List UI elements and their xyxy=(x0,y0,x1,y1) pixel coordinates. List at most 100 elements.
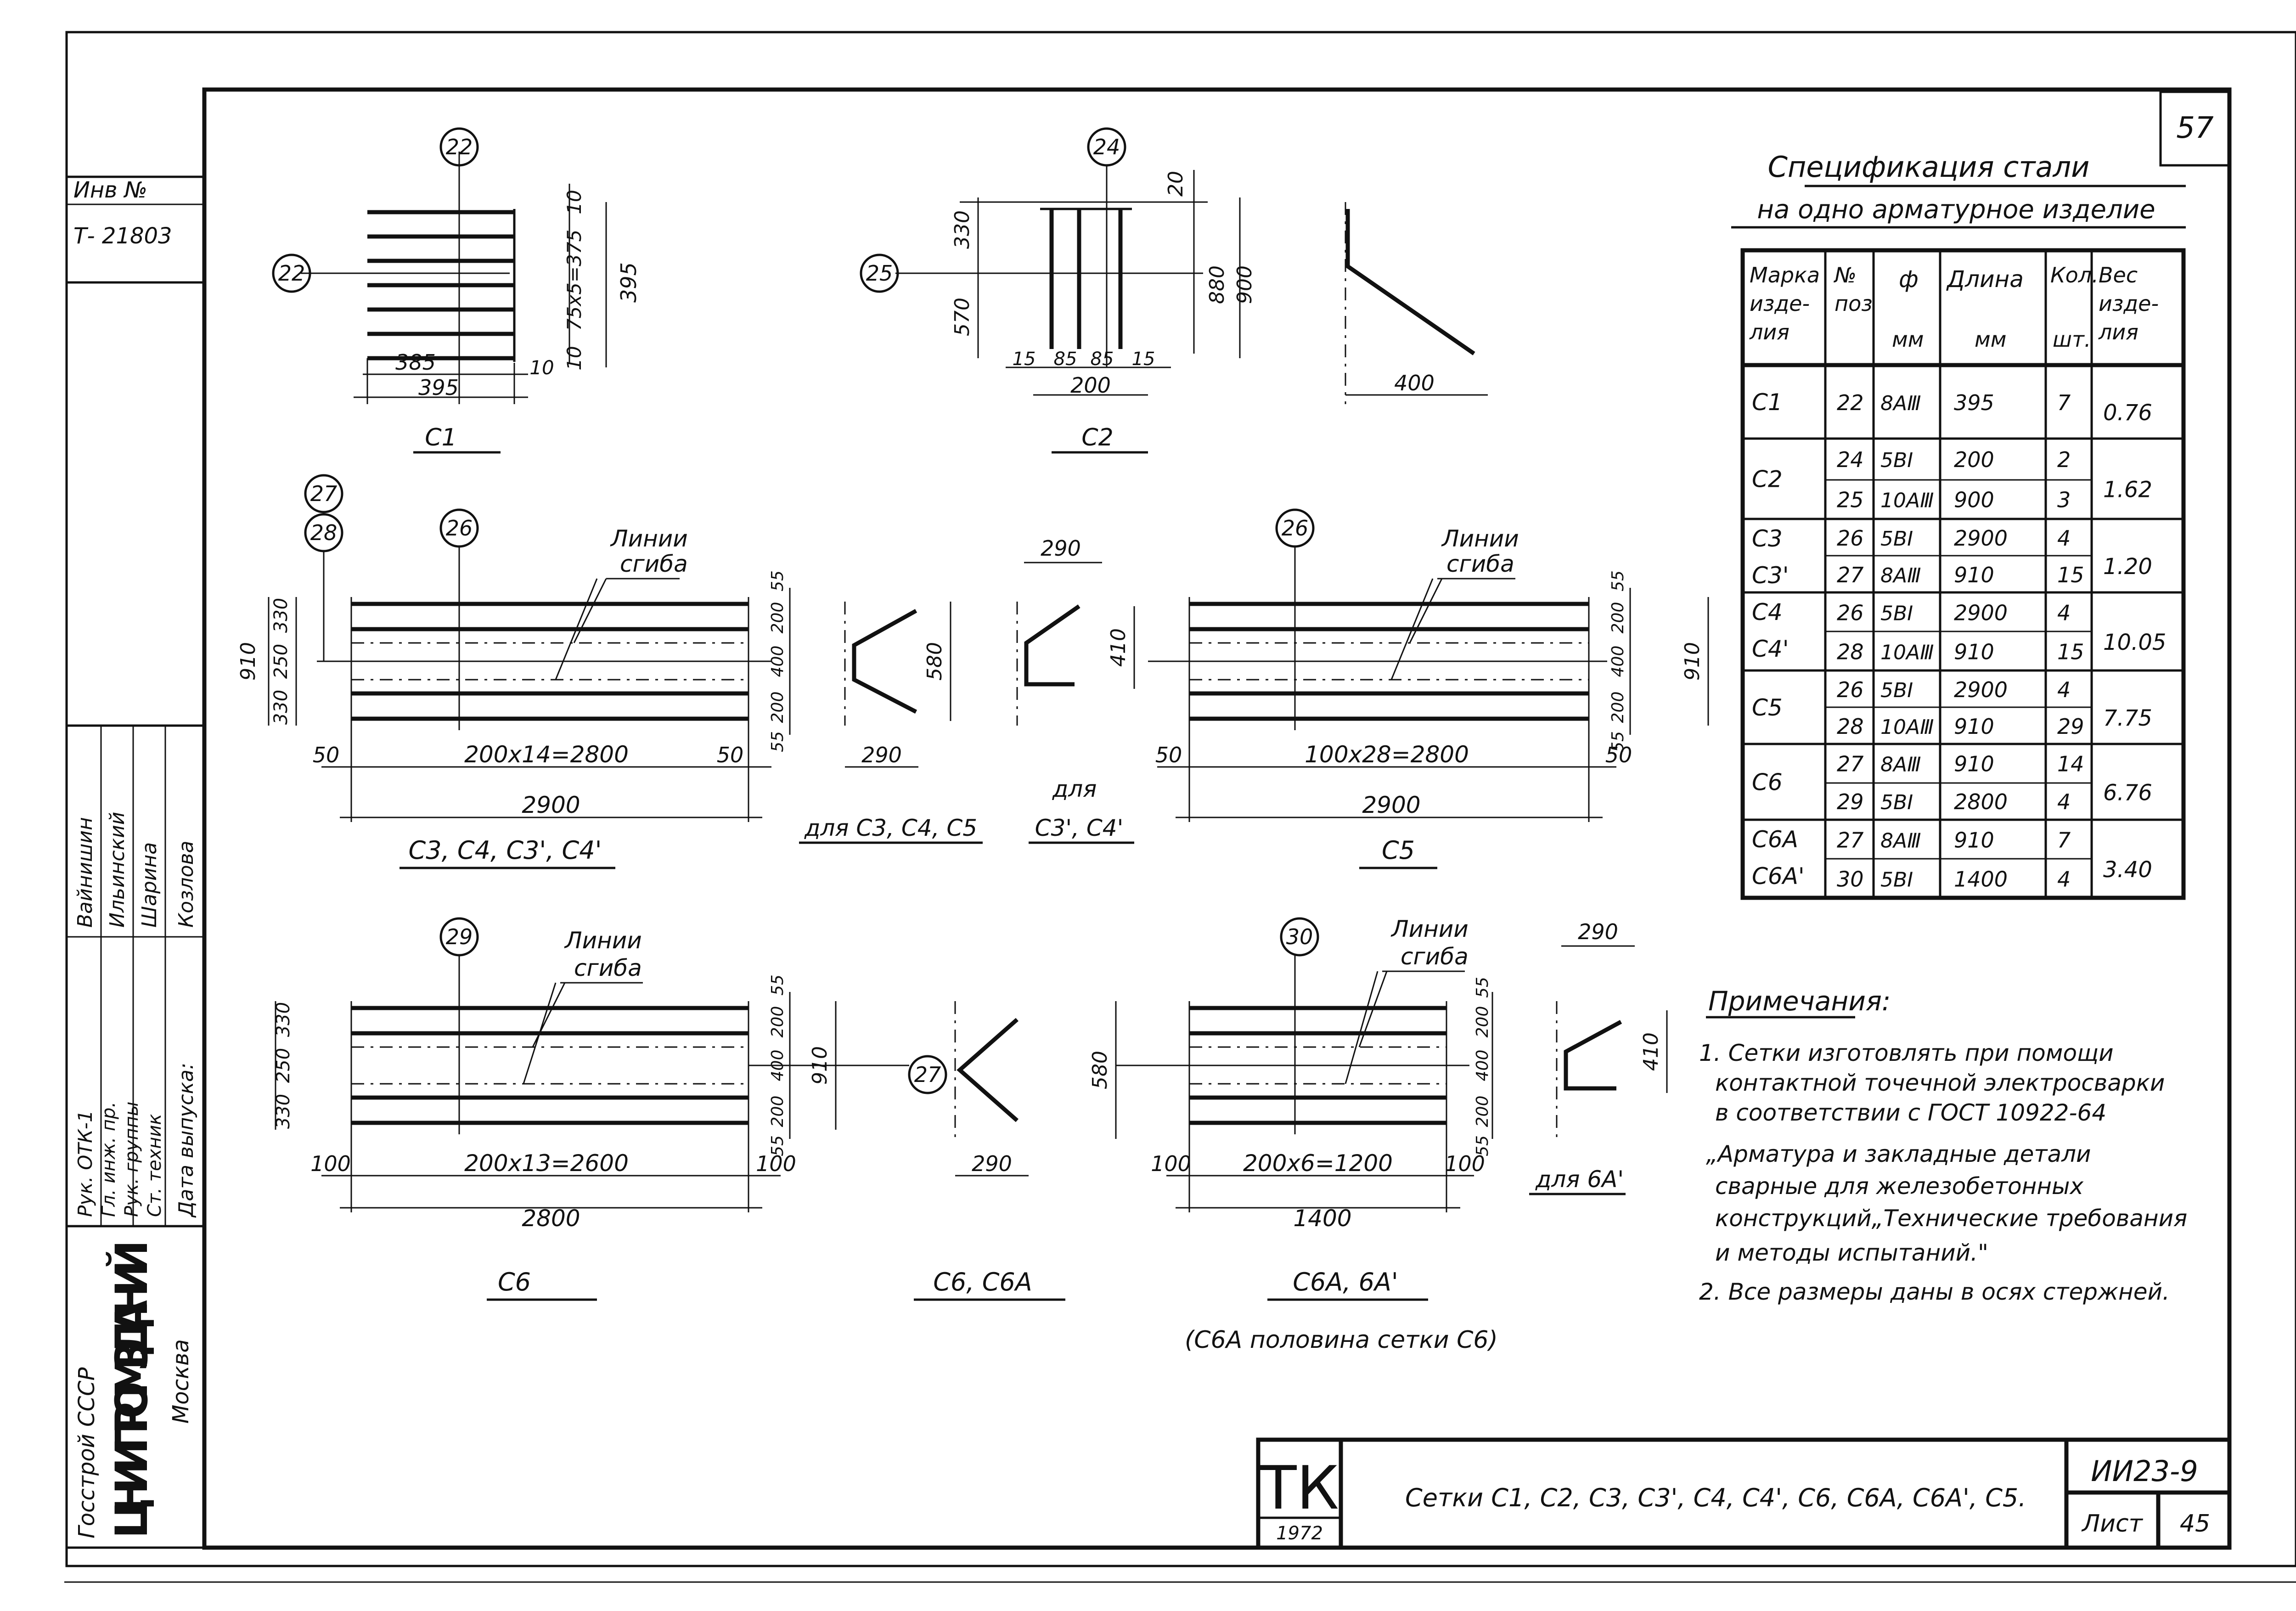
spec-dia: 5ВⅠ xyxy=(1880,449,1913,472)
c2-dim-570: 570 xyxy=(951,298,974,336)
mesh-c1: 22 22 385 10 395 10 75x5=375 10 395 С1 xyxy=(272,127,641,454)
c6a-d100a: 100 xyxy=(1151,1151,1191,1176)
c3-r55b: 55 xyxy=(768,731,787,752)
sheet-label: Лист xyxy=(2081,1510,2143,1538)
bend1-label: для С3, С4, С5 xyxy=(804,815,977,841)
spec-mark: С6А xyxy=(1752,826,1798,853)
spec-mark: С6 xyxy=(1752,769,1783,796)
spec-dia: 5ВⅠ xyxy=(1880,791,1913,814)
mesh-c6: 29 Линии сгиба 330 250 330 55 200 400 20… xyxy=(273,917,909,1301)
c2-pos-top: 24 xyxy=(1093,135,1120,159)
spec-mark: С3 xyxy=(1752,525,1783,552)
spec-pos: 28 xyxy=(1837,640,1864,665)
c5-d-mid: 100x28=2800 xyxy=(1305,741,1469,768)
c6-v330a: 330 xyxy=(273,1002,294,1037)
c5-d-total: 2900 xyxy=(1362,792,1420,818)
role-2: Гл. инж. пр. xyxy=(98,1102,119,1217)
spec-len: 2900 xyxy=(1954,601,2008,625)
c6-d100a: 100 xyxy=(310,1151,351,1176)
header-mark: Марка xyxy=(1750,263,1820,287)
c3-r200a: 200 xyxy=(768,602,787,634)
c6-bend-label1: Линии xyxy=(564,927,642,954)
c1-dim-v3: 10 xyxy=(563,346,585,370)
spec-len: 910 xyxy=(1954,828,1994,853)
spec-mark: С3' xyxy=(1752,562,1789,589)
header-weight: Вес xyxy=(2099,263,2138,287)
c1-label: С1 xyxy=(425,424,456,451)
spec-dia: 10АⅢ xyxy=(1880,715,1934,739)
c3-r400: 400 xyxy=(768,646,787,677)
c2-dim-15a: 15 xyxy=(1013,349,1036,370)
header-pos: поз xyxy=(1835,291,1873,316)
c6a-label: С6А, 6А' xyxy=(1293,1267,1398,1296)
c2-pos-left: 25 xyxy=(866,261,893,286)
spec-qty: 29 xyxy=(2057,714,2084,739)
spec-qty: 2 xyxy=(2057,447,2071,472)
c1-pos-top: 22 xyxy=(446,135,473,159)
c2-dim-85a: 85 xyxy=(1054,349,1077,370)
c3-bend-label1: Линии xyxy=(610,525,688,552)
bend-detail-3: 27 580 290 С6, С6А xyxy=(908,1001,1117,1301)
c6a-r400: 400 xyxy=(1473,1050,1492,1082)
header-mark: лия xyxy=(1749,320,1790,344)
sign-4: Козлова xyxy=(174,841,198,928)
spec-pos: 29 xyxy=(1837,789,1864,814)
spec-weight: 10.05 xyxy=(2103,630,2166,655)
c2-label: С2 xyxy=(1081,424,1113,451)
c3-pos-a: 27 xyxy=(310,481,338,506)
spec-len: 900 xyxy=(1954,487,1994,512)
spec-qty: 4 xyxy=(2057,677,2071,702)
doc-number: ИИ23-9 xyxy=(2091,1454,2198,1488)
note-line-8: 2. Все размеры даны в осях стержней. xyxy=(1699,1279,2170,1305)
c2-dim-400: 400 xyxy=(1394,371,1435,395)
c3-v910: 910 xyxy=(236,642,260,681)
spec-dia: 5ВⅠ xyxy=(1880,868,1913,892)
bend1-dim-h: 290 xyxy=(861,743,902,767)
note-line-1: 1. Сетки изготовлять при помощи xyxy=(1699,1040,2114,1066)
spec-len: 910 xyxy=(1954,563,1994,587)
sheet-value: 45 xyxy=(2180,1510,2210,1538)
bend2-dim-v: 410 xyxy=(1107,628,1130,667)
spec-qty: 4 xyxy=(2057,601,2071,625)
spec-mark: С1 xyxy=(1752,389,1783,416)
bend3-label: С6, С6А xyxy=(933,1267,1032,1296)
bend2-dim-top: 290 xyxy=(1041,536,1081,561)
note-line-2: контактной точечной электросварки xyxy=(1715,1070,2165,1096)
c6-r200a: 200 xyxy=(768,1006,787,1038)
bend-detail-2: 290 410 для С3', С4' xyxy=(1016,536,1135,844)
tk-year: 1972 xyxy=(1276,1523,1323,1544)
header-weight: лия xyxy=(2098,320,2138,344)
spec-len: 395 xyxy=(1954,390,1994,415)
city: Москва xyxy=(168,1339,194,1424)
c6-d-mid: 200x13=2600 xyxy=(464,1150,629,1177)
inv-number: Т- 21803 xyxy=(73,223,172,249)
c2-dim-15b: 15 xyxy=(1132,349,1155,370)
spec-dia: 8АⅢ xyxy=(1880,753,1921,776)
c2-dim-20: 20 xyxy=(1164,171,1187,197)
c5-bend-label2: сгиба xyxy=(1446,551,1514,577)
spec-mark: С2 xyxy=(1752,466,1783,493)
c2-dim-85b: 85 xyxy=(1091,349,1114,370)
c3-d50b: 50 xyxy=(717,743,744,767)
note-line-7: и методы испытаний." xyxy=(1715,1239,1988,1266)
c6-r200b: 200 xyxy=(768,1096,787,1127)
spec-pos: 26 xyxy=(1837,526,1864,551)
spec-title: Спецификация стали на одно арматурное из… xyxy=(1731,150,2186,229)
c6-r55b: 55 xyxy=(768,1135,787,1156)
c2-dim-880: 880 xyxy=(1205,265,1229,304)
spec-weight: 1.62 xyxy=(2103,477,2152,503)
c6a-d-mid: 200x6=1200 xyxy=(1243,1150,1393,1177)
notes: Примечания: 1. Сетки изготовлять при пом… xyxy=(1699,986,2187,1305)
sheet-title: Сетки С1, С2, С3, С3', С4, С4', С6, С6А,… xyxy=(1405,1483,2026,1512)
bend2-label2: С3', С4' xyxy=(1035,815,1124,841)
c6a-r55b: 55 xyxy=(1473,1135,1492,1156)
spec-qty: 4 xyxy=(2057,789,2071,814)
c2-dim-900: 900 xyxy=(1233,265,1256,304)
note-line-4: „Арматура и закладные детали xyxy=(1706,1141,2091,1167)
role-3: Рук. группы xyxy=(121,1102,142,1217)
bend-detail-1: 580 290 для С3, С4, С5 xyxy=(799,602,983,844)
spec-mark: С6А' xyxy=(1752,863,1805,890)
c6-d-total: 2800 xyxy=(522,1205,580,1232)
bend3-dim-v: 580 xyxy=(1088,1051,1112,1089)
